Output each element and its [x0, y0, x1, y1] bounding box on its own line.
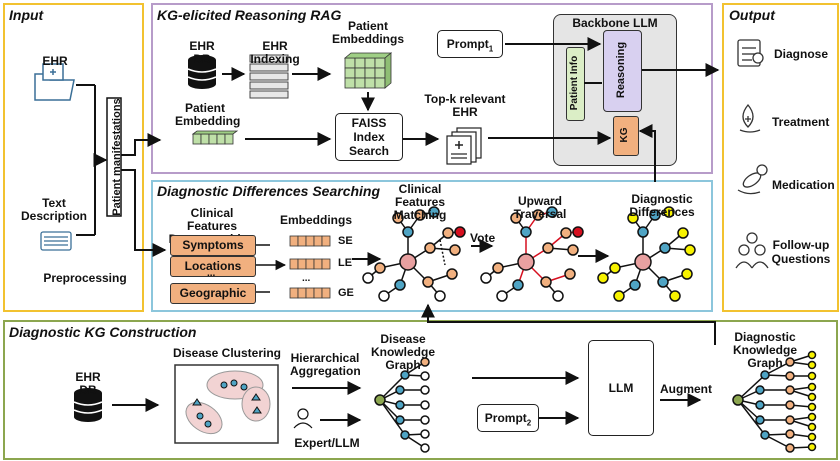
kg-panel [3, 320, 838, 460]
cluster-blobs [185, 370, 271, 435]
traversal-graph [480, 206, 584, 302]
expert-icon [293, 408, 313, 429]
output-treatment: Treatment [772, 115, 830, 129]
disease-clustering-label: Disease Clustering [172, 346, 282, 360]
reasoning-label: Reasoning [615, 41, 627, 99]
vote-label: Vote [470, 231, 496, 245]
rag-panel [151, 3, 713, 174]
patient-embedding-strip [191, 130, 239, 145]
patient-embedding-label: Patient Embedding [175, 101, 241, 128]
output-diagnose: Diagnose [774, 47, 829, 61]
prompt1-label: Prompt [446, 37, 489, 51]
preprocessing-label: Preprocessing [43, 271, 127, 285]
disease-tree [374, 357, 430, 453]
diagnostic-tree [732, 350, 817, 453]
feature-locations: Locations [170, 256, 256, 277]
kg-title: Diagnostic KG Construction [9, 324, 197, 340]
augment-label: Augment [660, 382, 712, 396]
prompt2-sub: 2 [526, 418, 532, 428]
upward-traversal-label: Upward Traversal [513, 194, 567, 221]
diagnose-icon [737, 39, 764, 67]
topk-docs-icon [446, 127, 482, 165]
ehr-indexing-label: EHR Indexing [250, 39, 300, 66]
kg-box [613, 116, 639, 156]
emb-ge-label: GE [338, 287, 354, 299]
emb-ellipsis: ... [302, 273, 311, 284]
features-ellipsis: ... [207, 268, 216, 279]
ehr-index-stack [249, 54, 289, 99]
emb-le-label: LE [338, 257, 353, 269]
prompt2-box: Prompt2 [477, 404, 539, 432]
topk-label: Top-k relevant EHR [424, 92, 506, 119]
ehr-db-label: EHR DB [189, 39, 215, 66]
treatment-icon [739, 103, 761, 133]
emb-se-label: SE [338, 235, 353, 247]
expert-label: Expert/LLM [294, 436, 360, 450]
emb-strips [289, 235, 331, 299]
keyboard-icon [40, 231, 72, 251]
differences-graph [597, 206, 696, 302]
kg-label: KG [619, 127, 630, 143]
faiss-label: FAISS Index Search [348, 116, 390, 158]
diag-diff-label: Diagnostic Differences [629, 192, 695, 219]
patient-info-box [566, 47, 585, 121]
faiss-box: FAISS Index Search [335, 113, 403, 161]
rag-title: KG-elicited Reasoning RAG [157, 7, 342, 23]
disease-kg-label: Disease Knowledge Graph [370, 332, 435, 372]
patient-embeddings-cube [343, 52, 393, 89]
ehr-label: EHR [42, 54, 68, 68]
patient-info-label: Patient Info [569, 55, 580, 111]
search-title: Diagnostic Differences Searching [157, 183, 381, 199]
output-medication: Medication [772, 178, 835, 192]
llm-label: LLM [608, 381, 634, 395]
prompt2-label: Prompt [484, 411, 527, 425]
medication-icon [737, 164, 768, 195]
input-title: Input [9, 7, 44, 23]
text-description-label: Text Description [20, 196, 87, 223]
patient-manifestations-label: Patient manifestations [111, 98, 123, 216]
kg-ehr-db-label: EHR DB [75, 370, 101, 397]
ehr-db-icon-bottom [73, 388, 103, 422]
follow-up-icon [735, 232, 769, 269]
input-panel [3, 3, 144, 312]
patient-embeddings-label: Patient Embeddings [331, 19, 404, 46]
backbone-llm-label: Backbone LLM [572, 16, 658, 30]
hierarchical-label: Hierarchical Aggregation [290, 351, 361, 378]
cf-matching-label: Clinical Features Matching [393, 182, 447, 222]
prompt1-box: Prompt1 [437, 30, 503, 58]
output-title: Output [729, 7, 775, 23]
ehr-db-icon-top [187, 55, 217, 89]
diag-kg-label: Diagnostic Knowledge Graph [732, 330, 797, 370]
llm-box: LLM [588, 340, 654, 436]
patient-info-arrow [584, 82, 602, 84]
feature-geographic: Geographic [170, 283, 256, 304]
ehr-folder-icon [34, 63, 75, 101]
prompt1-sub: 1 [488, 44, 494, 54]
feature-symptoms: Symptoms [170, 235, 256, 256]
embeddings-label: Embeddings [280, 213, 353, 227]
reasoning-box [603, 30, 642, 112]
output-follow-up: Follow-up Questions [771, 238, 831, 266]
matching-graph [362, 206, 466, 302]
output-panel [722, 3, 839, 312]
